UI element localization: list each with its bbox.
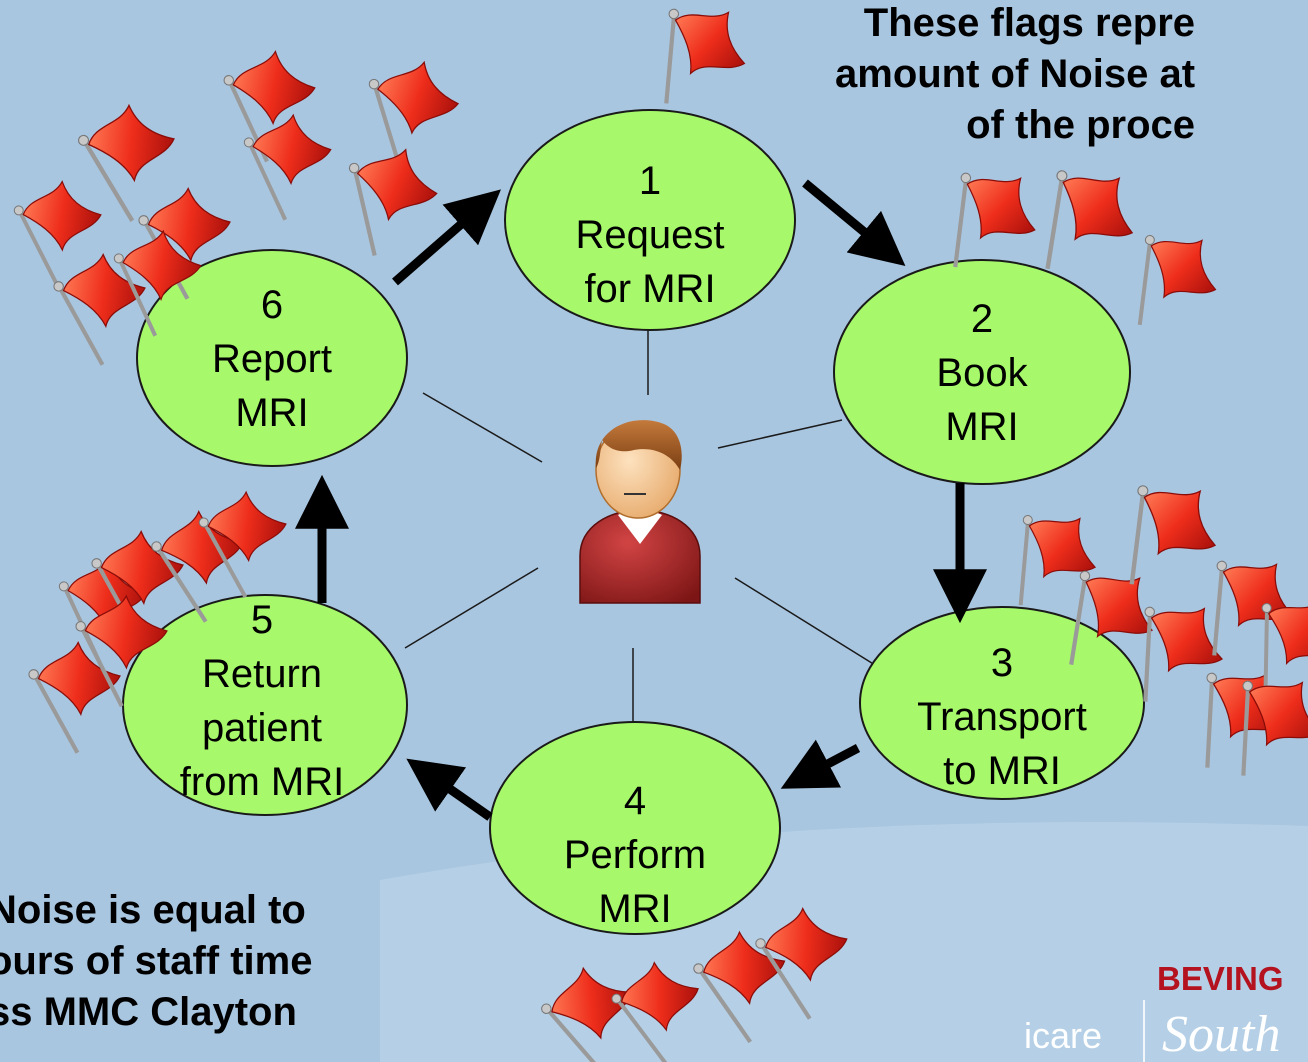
noise-callout-line: ss MMC Clayton (0, 990, 297, 1034)
step-label-line: MRI (598, 887, 671, 931)
step-label-line: 3 (991, 641, 1013, 685)
step-label-line: 6 (261, 283, 283, 327)
step-ellipse (489, 721, 781, 935)
person-icon (579, 420, 701, 604)
flags-callout-line: amount of Noise at (835, 52, 1196, 96)
brand-south-logo: South (1162, 1006, 1281, 1062)
spoke-lines (404, 330, 876, 730)
step-label-line: to MRI (943, 749, 1061, 793)
step-label-line: from MRI (180, 760, 344, 804)
noise-callout-line: Noise is equal to (0, 888, 306, 932)
step-label-line: Return (202, 652, 322, 696)
red-flag-icon (657, 2, 748, 103)
step-label-line: patient (202, 706, 322, 750)
red-flag-icon (233, 102, 348, 219)
step-ellipse (136, 249, 408, 467)
brand-name: BEVING (1157, 960, 1284, 997)
step-label-line: Perform (564, 833, 706, 877)
noise-callout-line: ours of staff time (0, 939, 313, 983)
red-flag-icon (337, 137, 450, 255)
step-ellipse (504, 109, 796, 331)
red-flag-icon (1044, 168, 1133, 268)
step-label-line: Request (576, 213, 725, 257)
flags-callout: These flags repre amount of Noise at of … (835, 0, 1195, 151)
step-label-line: Transport (917, 695, 1087, 739)
red-flag-icon (1125, 481, 1217, 584)
flags-callout-line: of the proce (966, 103, 1196, 147)
red-flag-icon (1009, 507, 1101, 608)
step-label-line: 2 (971, 297, 993, 341)
flags-callout-line: These flags repre (863, 1, 1196, 45)
step-label-line: MRI (235, 391, 308, 435)
step-label-line: Book (936, 351, 1028, 395)
noise-callout: Noise is equal to ours of staff time ss … (0, 885, 312, 1038)
step-label-line: Report (212, 337, 332, 381)
red-flag-icon (1131, 229, 1220, 327)
step-label-line: MRI (945, 405, 1018, 449)
step-label-line: 4 (624, 779, 646, 823)
red-flag-icon (949, 169, 1037, 267)
brand-icare-logo: icare (1024, 1015, 1103, 1056)
process-arrows (295, 179, 987, 821)
brand-divider (1143, 1000, 1145, 1062)
red-flag-icon (357, 49, 473, 169)
step-label-line: 5 (251, 598, 273, 642)
step-label-line: for MRI (584, 267, 715, 311)
step-label-line: 1 (639, 159, 661, 203)
step-ellipse (833, 259, 1131, 485)
